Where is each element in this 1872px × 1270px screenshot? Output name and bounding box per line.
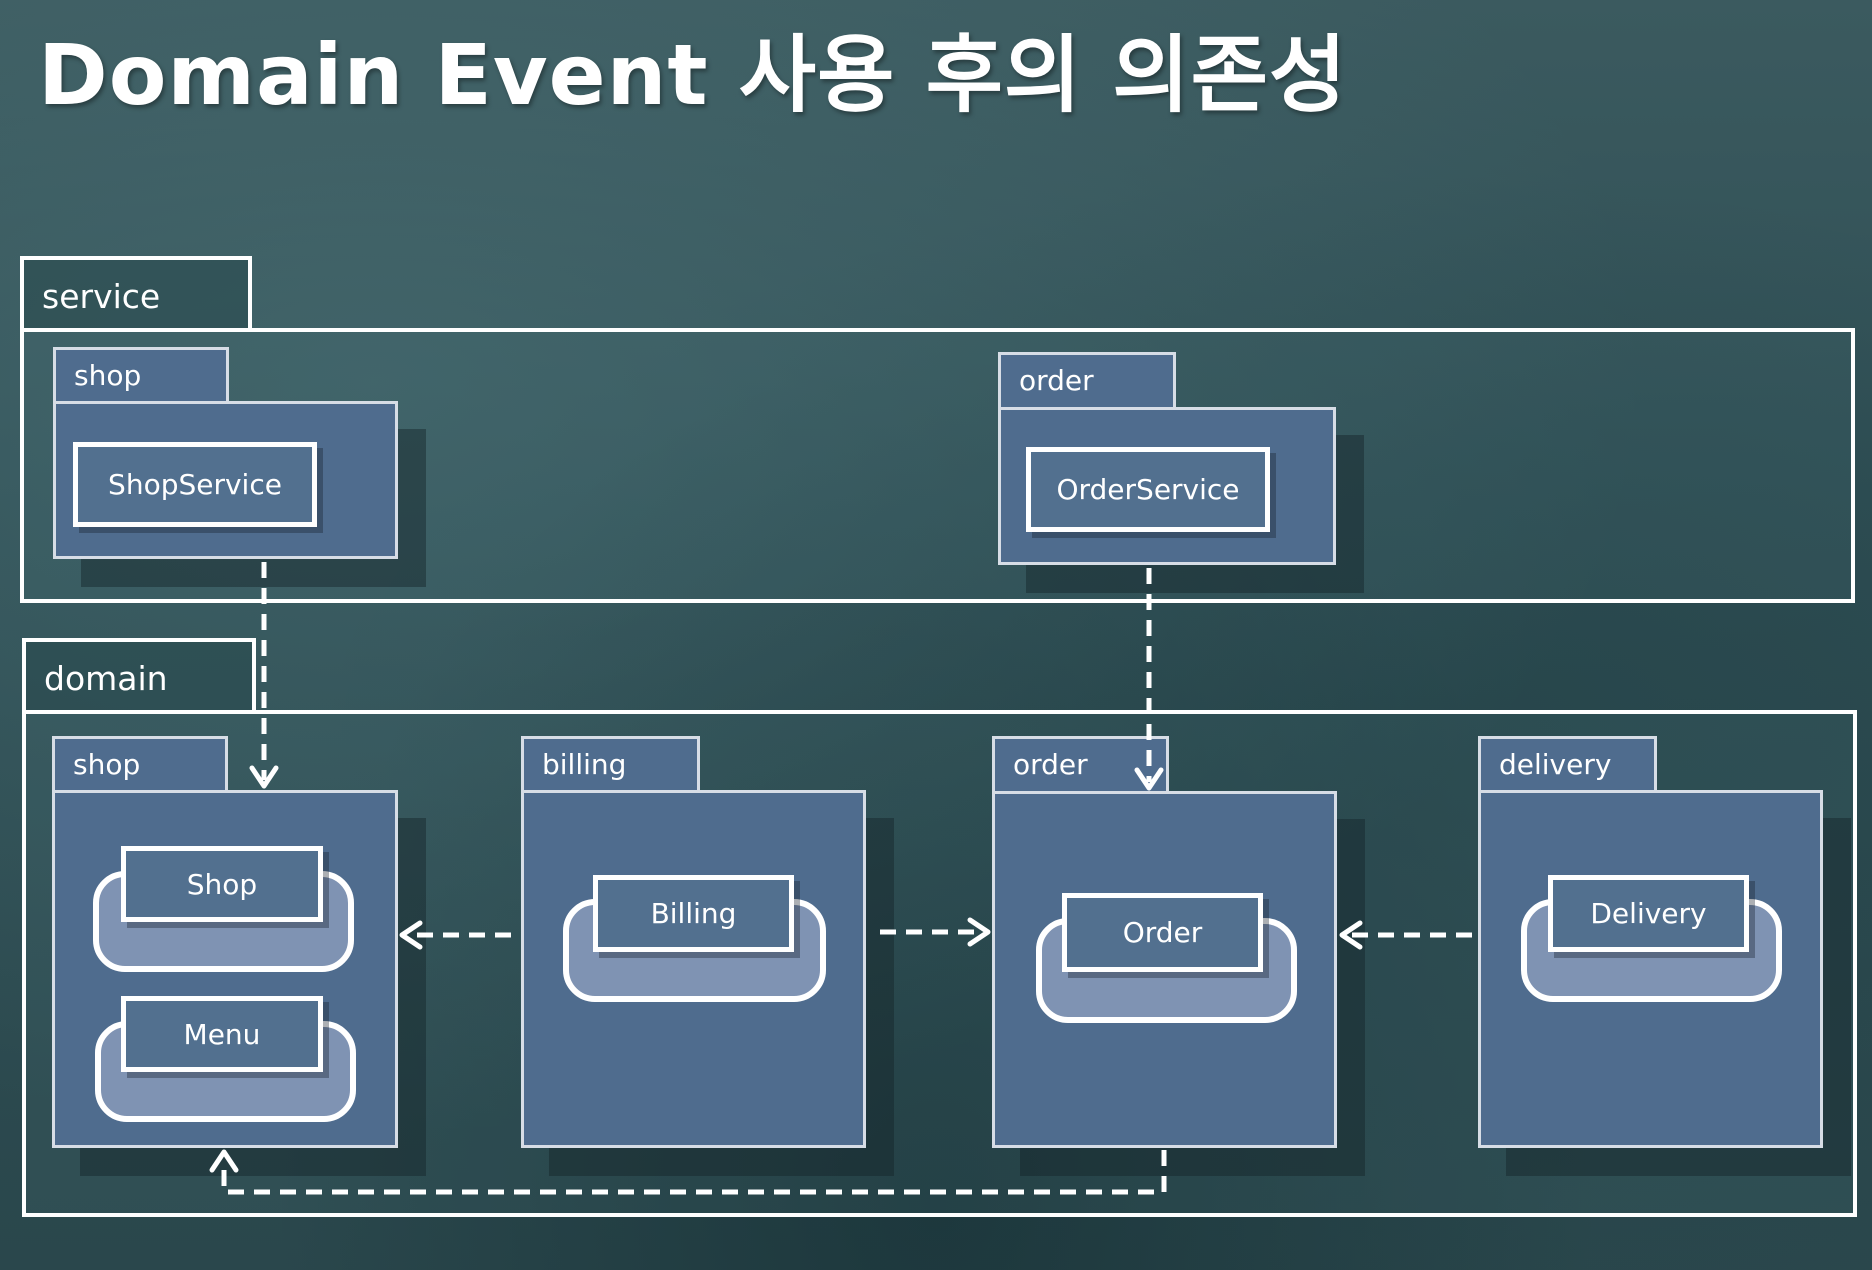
arrowhead-billing-to-order bbox=[967, 917, 991, 947]
service-shop-package-tab: shop bbox=[53, 347, 229, 403]
service-layer-label: service bbox=[42, 277, 161, 316]
order-class-label: Order bbox=[1122, 916, 1203, 949]
shop-service-class: ShopService bbox=[73, 442, 317, 527]
service-order-package-tab: order bbox=[998, 352, 1176, 409]
domain-shop-package-tab: shop bbox=[52, 736, 228, 792]
shop-class-label: Shop bbox=[186, 867, 258, 901]
service-shop-package-label: shop bbox=[74, 359, 142, 392]
dependency-order-to-shop bbox=[221, 1150, 1167, 1195]
domain-layer-tab: domain bbox=[22, 638, 256, 712]
domain-billing-package-tab: billing bbox=[521, 736, 700, 792]
service-layer-tab: service bbox=[20, 256, 252, 330]
delivery-class: Delivery bbox=[1548, 875, 1749, 952]
order-class: Order bbox=[1062, 893, 1263, 972]
domain-delivery-package-label: delivery bbox=[1499, 748, 1612, 781]
billing-class-label: Billing bbox=[650, 897, 737, 930]
domain-billing-package-label: billing bbox=[542, 748, 627, 781]
page-title: Domain Event 사용 후의 의존성 bbox=[38, 26, 1348, 124]
domain-shop-package-label: shop bbox=[73, 748, 141, 781]
arrowhead-order-to-shop bbox=[209, 1149, 239, 1173]
domain-layer-label: domain bbox=[44, 659, 168, 698]
service-order-package-label: order bbox=[1019, 364, 1094, 397]
arrowhead-shopservice-to-shop bbox=[249, 765, 279, 789]
domain-order-package-label: order bbox=[1013, 748, 1088, 781]
delivery-class-label: Delivery bbox=[1590, 897, 1707, 930]
menu-class: Menu bbox=[121, 996, 323, 1072]
shop-service-label: ShopService bbox=[108, 468, 282, 501]
menu-class-label: Menu bbox=[183, 1017, 261, 1051]
order-service-class: OrderService bbox=[1026, 447, 1270, 532]
billing-class: Billing bbox=[593, 875, 794, 952]
shop-class: Shop bbox=[121, 846, 323, 922]
domain-order-package-tab: order bbox=[992, 736, 1169, 793]
arrowhead-orderservice-to-order bbox=[1134, 767, 1164, 791]
domain-delivery-package-tab: delivery bbox=[1478, 736, 1657, 792]
order-service-label: OrderService bbox=[1056, 473, 1240, 506]
arrowhead-billing-to-shop bbox=[399, 920, 423, 950]
arrowhead-delivery-to-order bbox=[1339, 920, 1363, 950]
